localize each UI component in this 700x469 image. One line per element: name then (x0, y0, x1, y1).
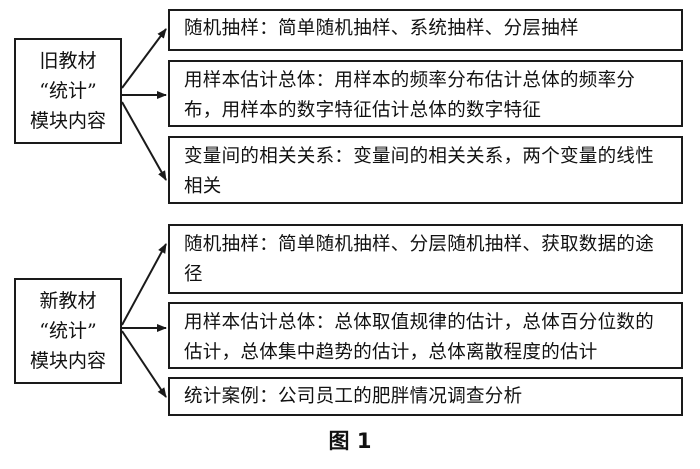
branch-text: 用样本估计总体：用样本的频率分布估计总体的频率分布，用样本的数字特征估计总体的数… (184, 70, 636, 121)
arrow-old-to-sampling (121, 28, 167, 89)
figure-caption: 图 1 (328, 429, 372, 453)
new-branch-case-study: 统计案例：公司员工的肥胖情况调查分析 (168, 377, 683, 416)
branch-text: 用样本估计总体：总体取值规律的估计，总体百分位数的估计，总体集中趋势的估计，总体… (184, 312, 655, 363)
new-textbook-root-node: 新教材 “统计” 模块内容 (14, 278, 122, 384)
old-branch-correlation: 变量间的相关关系：变量间的相关关系，两个变量的线性相关 (168, 136, 683, 204)
branch-text: 随机抽样：简单随机抽样、系统抽样、分层抽样 (184, 18, 579, 39)
root-line: 新教材 (39, 290, 97, 312)
root-line: “统计” (39, 320, 97, 342)
old-branch-sample-estimation: 用样本估计总体：用样本的频率分布估计总体的频率分布，用样本的数字特征估计总体的数… (168, 60, 683, 127)
root-line: “统计” (39, 80, 97, 102)
root-line: 旧教材 (39, 50, 97, 72)
arrow-old-to-correlation (121, 101, 167, 181)
root-line: 模块内容 (29, 350, 106, 372)
arrow-new-to-sampling (121, 243, 167, 326)
arrow-new-to-case (121, 330, 167, 398)
old-textbook-root-node: 旧教材 “统计” 模块内容 (14, 38, 122, 144)
branch-text: 统计案例：公司员工的肥胖情况调查分析 (184, 386, 523, 407)
new-branch-random-sampling: 随机抽样：简单随机抽样、分层随机抽样、获取数据的途径 (168, 224, 683, 294)
branch-text: 变量间的相关关系：变量间的相关关系，两个变量的线性相关 (184, 146, 655, 197)
old-branch-random-sampling: 随机抽样：简单随机抽样、系统抽样、分层抽样 (168, 9, 683, 51)
root-line: 模块内容 (29, 110, 106, 132)
new-branch-sample-estimation: 用样本估计总体：总体取值规律的估计，总体百分位数的估计，总体集中趋势的估计，总体… (168, 302, 683, 369)
branch-text: 随机抽样：简单随机抽样、分层随机抽样、获取数据的途径 (184, 234, 655, 285)
